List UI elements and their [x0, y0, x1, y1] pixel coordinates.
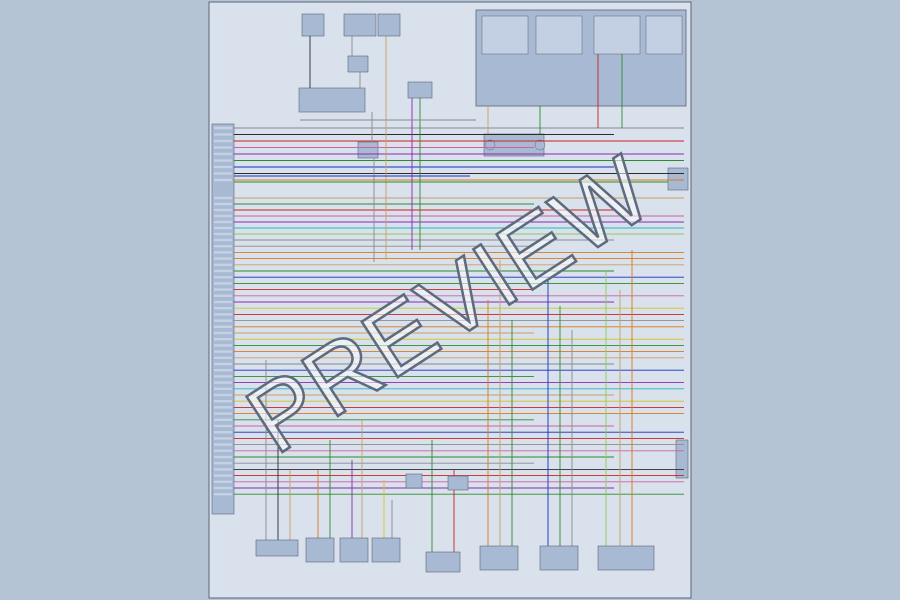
ecu-pin	[214, 208, 232, 212]
ecu-pin	[214, 474, 232, 477]
bottom-sensor-4	[597, 545, 655, 571]
ecu-pin	[214, 418, 232, 421]
ecu-pin	[214, 294, 232, 297]
ecu-pin	[214, 263, 232, 266]
ecu-pin	[214, 331, 232, 335]
ecu-pin	[214, 152, 232, 156]
ecu-pin	[214, 443, 232, 446]
ecu-pin	[214, 375, 232, 378]
ecu-pin	[214, 393, 232, 397]
ecu-connector	[211, 123, 235, 515]
ecu-pin	[214, 196, 232, 200]
fuse-block-3	[377, 13, 401, 37]
bottom-solenoid-1	[305, 537, 335, 563]
ecu-pin	[214, 226, 232, 230]
ecu-pin	[214, 282, 232, 285]
ecu-pin	[214, 462, 232, 465]
fuse-block-1	[301, 13, 325, 37]
ecu-pin	[214, 251, 232, 254]
bottom-components	[255, 473, 655, 573]
ecu-pin	[214, 486, 232, 490]
ecu-pin	[214, 350, 232, 353]
ecu-pin	[214, 307, 232, 310]
bottom-sensor-1	[425, 551, 461, 573]
ecu-pin	[214, 133, 232, 136]
bottom-solenoid-2	[339, 537, 369, 563]
ecu-pin	[214, 412, 232, 415]
ecu-pin	[214, 126, 232, 130]
right-connector-lower	[675, 439, 689, 479]
bottom-connector-1	[255, 539, 299, 557]
ecu-pin	[214, 288, 232, 291]
sensor-left-circle	[484, 139, 496, 151]
wire-bus	[214, 126, 684, 496]
ecu-pin	[214, 146, 232, 149]
ecu-pin	[214, 437, 232, 440]
upper-components	[298, 9, 689, 479]
ecu-pin	[214, 431, 232, 434]
ecu-pin	[214, 313, 232, 316]
bottom-sensor-3	[539, 545, 579, 571]
ecu-pin	[214, 468, 232, 471]
sub-module-2	[535, 15, 583, 55]
ecu-pin	[214, 362, 232, 366]
bottom-sensor-2	[479, 545, 519, 571]
ecu-pin	[214, 387, 232, 390]
sensor-right-circle	[534, 139, 546, 151]
ecu-pin	[214, 300, 232, 304]
relay-switch	[298, 87, 366, 113]
ecu-pin	[214, 493, 232, 496]
junction-left	[357, 141, 379, 159]
ecu-pin	[214, 178, 232, 182]
ecu-pin	[214, 319, 232, 322]
ecu-pin	[214, 202, 232, 206]
sub-module-3	[593, 15, 641, 55]
fuse-block-2	[343, 13, 377, 37]
sub-module-4	[645, 15, 683, 55]
bottom-solenoid-3	[371, 537, 401, 563]
ecu-pin	[214, 276, 232, 279]
ecu-connector-strip	[211, 123, 235, 515]
ecu-pin	[214, 356, 232, 359]
ecu-pin	[214, 400, 232, 403]
ecu-pin	[214, 338, 232, 341]
ecu-pin	[214, 238, 232, 242]
ecu-pin	[214, 220, 232, 224]
ecu-pin	[214, 245, 232, 248]
vertical-wires	[234, 36, 668, 552]
ecu-pin	[214, 424, 232, 428]
mid-connector-1	[405, 473, 423, 489]
ecu-pin	[214, 406, 232, 409]
ecu-pin	[214, 165, 232, 169]
ecu-pin	[214, 269, 232, 273]
ecu-pin	[214, 257, 232, 260]
ecu-pin	[214, 159, 232, 162]
ecu-pin	[214, 214, 232, 218]
mid-connector-2	[447, 475, 469, 491]
ecu-pin	[214, 325, 232, 328]
ecu-pin	[214, 369, 232, 372]
connector-top-mid	[407, 81, 433, 99]
fuse-block-4	[347, 55, 369, 73]
ecu-pin	[214, 480, 232, 483]
ecu-pin	[214, 381, 232, 384]
ecu-pin	[214, 449, 232, 452]
ecu-pin	[214, 344, 232, 347]
ecu-pin	[214, 232, 232, 236]
ecu-pin	[214, 139, 232, 143]
ecu-pin	[214, 455, 232, 459]
sub-module-1	[481, 15, 529, 55]
ecu-pin	[214, 172, 232, 175]
right-connector	[667, 167, 689, 191]
